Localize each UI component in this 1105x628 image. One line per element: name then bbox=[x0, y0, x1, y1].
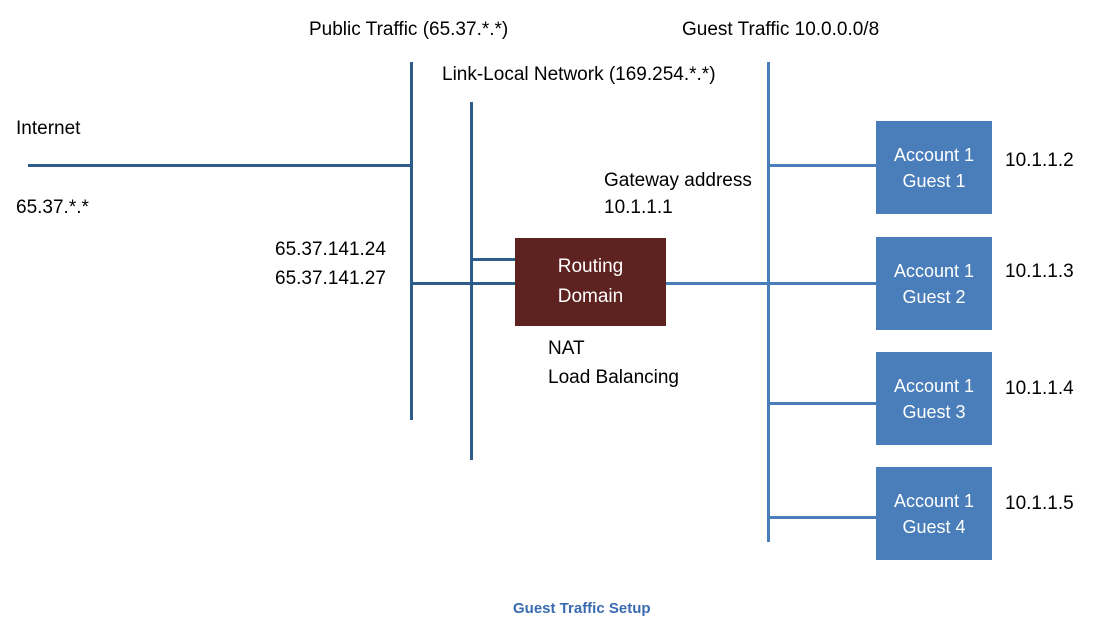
internet-link-line bbox=[28, 164, 412, 167]
internet-subnet-label: 65.37.*.* bbox=[16, 197, 89, 218]
router-to-guest-bus-line bbox=[664, 282, 769, 285]
load-balancing-label: Load Balancing bbox=[548, 367, 679, 388]
guest-box-1[interactable]: Account 1 Guest 1 bbox=[876, 121, 992, 214]
routing-domain-line-1: Routing bbox=[557, 256, 624, 277]
internet-label: Internet bbox=[16, 118, 81, 139]
gateway-address-ip: 10.1.1.1 bbox=[604, 197, 673, 218]
public-bus-to-router-line bbox=[410, 282, 517, 285]
gateway-address-title: Gateway address bbox=[604, 170, 752, 191]
guest-4-connector-line bbox=[767, 516, 877, 519]
link-local-bus-line bbox=[470, 102, 473, 460]
public-traffic-bus-line bbox=[410, 62, 413, 420]
guest-traffic-bus-line bbox=[767, 62, 770, 542]
guest-box-4[interactable]: Account 1 Guest 4 bbox=[876, 467, 992, 560]
diagram-caption: Guest Traffic Setup bbox=[513, 600, 651, 617]
guest-box-4-line-2: Guest 4 bbox=[902, 516, 966, 537]
link-local-network-label: Link-Local Network (169.254.*.*) bbox=[442, 64, 716, 85]
link-local-to-router-line bbox=[470, 258, 517, 261]
guest-box-3[interactable]: Account 1 Guest 3 bbox=[876, 352, 992, 445]
guest-box-1-line-2: Guest 1 bbox=[902, 170, 966, 191]
guest-1-connector-line bbox=[767, 164, 877, 167]
public-ip-2-label: 65.37.141.27 bbox=[275, 268, 386, 289]
guest-ip-1-label: 10.1.1.2 bbox=[1005, 150, 1074, 171]
guest-box-3-line-2: Guest 3 bbox=[902, 401, 966, 422]
guest-box-2[interactable]: Account 1 Guest 2 bbox=[876, 237, 992, 330]
guest-box-2-line-1: Account 1 bbox=[893, 260, 975, 281]
guest-2-connector-line bbox=[767, 282, 877, 285]
guest-box-3-line-1: Account 1 bbox=[893, 375, 975, 396]
routing-domain-line-2: Domain bbox=[557, 286, 624, 307]
guest-box-2-line-2: Guest 2 bbox=[902, 286, 966, 307]
guest-box-1-line-1: Account 1 bbox=[893, 144, 975, 165]
routing-domain-box[interactable]: Routing Domain bbox=[515, 238, 666, 326]
public-traffic-label: Public Traffic (65.37.*.*) bbox=[309, 19, 509, 40]
guest-ip-2-label: 10.1.1.3 bbox=[1005, 261, 1074, 282]
guest-ip-4-label: 10.1.1.5 bbox=[1005, 493, 1074, 514]
guest-3-connector-line bbox=[767, 402, 877, 405]
guest-box-4-line-1: Account 1 bbox=[893, 490, 975, 511]
nat-label: NAT bbox=[548, 338, 585, 359]
guest-ip-3-label: 10.1.1.4 bbox=[1005, 378, 1074, 399]
guest-traffic-label: Guest Traffic 10.0.0.0/8 bbox=[682, 19, 880, 40]
public-ip-1-label: 65.37.141.24 bbox=[275, 239, 386, 260]
